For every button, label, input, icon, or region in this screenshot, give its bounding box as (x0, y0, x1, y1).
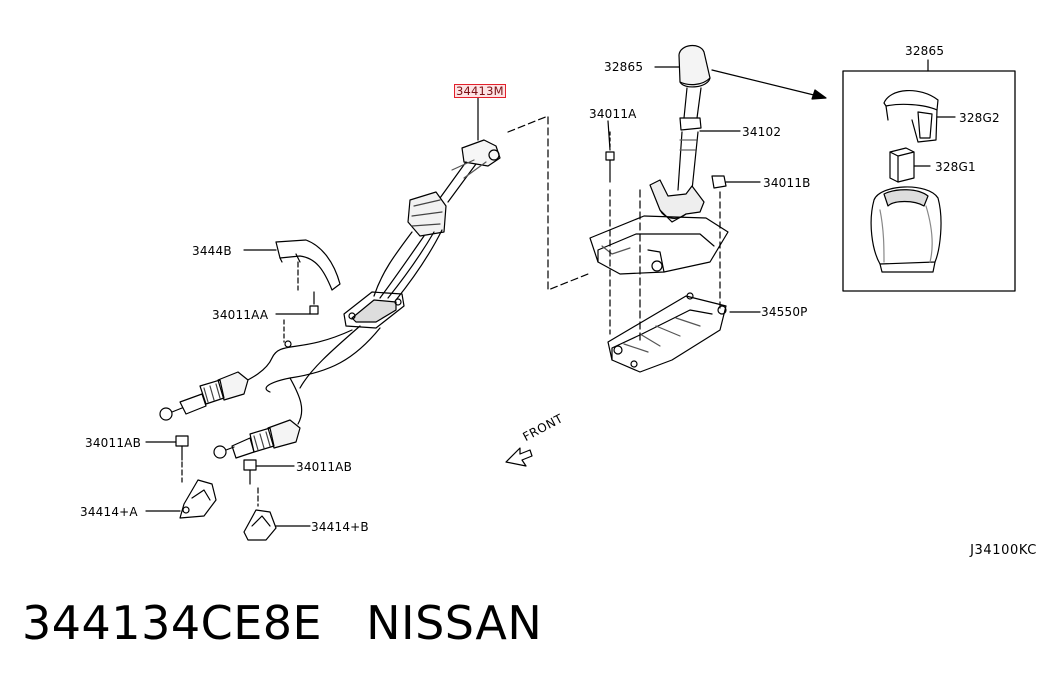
callout-32865-knob: 32865 (604, 60, 644, 74)
shift-cable (235, 96, 501, 425)
front-arrow-icon (505, 447, 533, 467)
part-caption: 344134CE8E NISSAN (22, 596, 542, 650)
drawing-code: J34100KC (970, 543, 1037, 558)
callout-34011AB-left: 34011AB (85, 436, 142, 450)
cable-end-b (213, 419, 301, 459)
callout-34550P: 34550P (761, 305, 808, 319)
bolt-34011AB-left (145, 435, 189, 483)
guide-lines (507, 115, 641, 341)
callout-34011B: 34011B (763, 176, 811, 190)
callout-328G1: 328G1 (935, 160, 976, 174)
callout-34102: 34102 (742, 125, 782, 139)
callout-34414B: 34414+B (311, 520, 369, 534)
callout-34011A: 34011A (589, 107, 637, 121)
bolt-34011A (605, 131, 615, 335)
clip-34414B (243, 509, 311, 541)
bolt-34011AA (275, 291, 319, 348)
cable-end-a (159, 371, 249, 421)
knob-inset (842, 59, 1016, 292)
nut-34011B (711, 175, 761, 311)
base-plate (607, 292, 761, 373)
bolt-34011AB-right (243, 459, 295, 507)
bracket-3444B (243, 239, 341, 291)
detail-arrow (711, 69, 827, 100)
leader-lines (607, 120, 611, 151)
callout-3444B: 3444B (192, 244, 232, 258)
callout-34011AB-right: 34011AB (296, 460, 353, 474)
callout-34011AA: 34011AA (212, 308, 269, 322)
callout-34414A: 34414+A (80, 505, 138, 519)
callout-328G2: 328G2 (959, 111, 1000, 125)
clip-34414A (145, 479, 217, 519)
brand-name: NISSAN (366, 596, 543, 650)
callout-34413M[interactable]: 34413M (454, 84, 506, 98)
callout-32865-inset: 32865 (905, 44, 945, 58)
part-number: 344134CE8E (22, 596, 323, 650)
shift-lever-assembly (589, 45, 741, 275)
